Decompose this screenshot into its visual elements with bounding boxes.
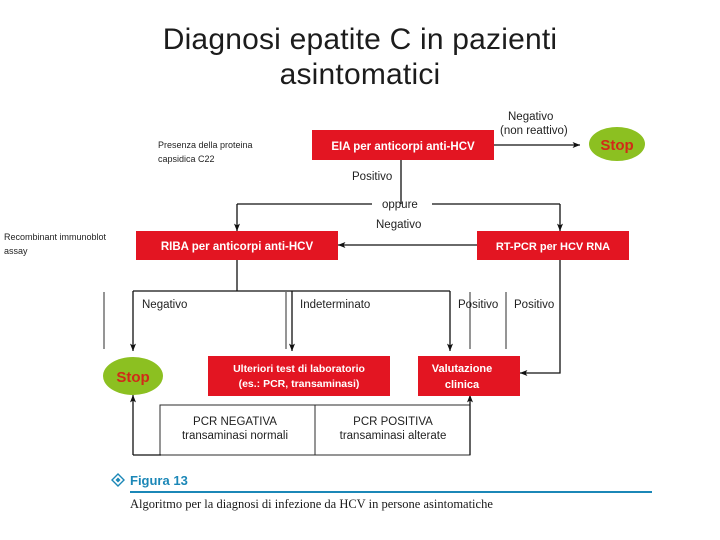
edge-label-negativo-line-1: Negativo bbox=[508, 111, 553, 123]
node-rtpcr[interactable]: RT-PCR per HCV RNA bbox=[477, 231, 629, 260]
annotation-riba-line-2: assay bbox=[4, 246, 28, 256]
page-title-line-2: asintomatici bbox=[279, 58, 441, 92]
node-stop-bottom-label: Stop bbox=[116, 369, 149, 386]
node-valutazione-rect bbox=[418, 356, 520, 396]
node-stop-top-ellipse bbox=[589, 127, 645, 161]
node-ulteriori-test[interactable]: Ulteriori test di laboratorio (es.: PCR,… bbox=[208, 356, 390, 396]
outcome-pcr-negativa-line-2: transaminasi normali bbox=[182, 430, 288, 442]
flowchart-svg: EIA per anticorpi anti-HCV Stop RIBA per… bbox=[4, 111, 652, 511]
caption-figure-label: Figura 13 bbox=[130, 473, 188, 488]
figure-caption: Figura 13 Algoritmo per la diagnosi di i… bbox=[111, 473, 652, 511]
caption-text: Algoritmo per la diagnosi di infezione d… bbox=[130, 497, 493, 511]
node-eia[interactable]: EIA per anticorpi anti-HCV bbox=[312, 130, 494, 160]
edge-label-riba-positivo: Positivo bbox=[458, 299, 498, 311]
node-eia-label: EIA per anticorpi anti-HCV bbox=[331, 141, 475, 153]
annotation-capsid-line-2: capsidica C22 bbox=[158, 154, 215, 164]
annotation-riba-line-1: Recombinant immunoblot bbox=[4, 232, 107, 242]
outcome-pcr-negativa-line-1: PCR NEGATIVA bbox=[193, 416, 277, 428]
edge-label-negativo-line-2: (non reattivo) bbox=[500, 125, 568, 137]
outcome-pcr-positiva-line-1: PCR POSITIVA bbox=[353, 416, 433, 428]
edge-label-negativo-rtpcr: Negativo bbox=[376, 219, 421, 231]
node-stop-top[interactable]: Stop bbox=[589, 127, 645, 161]
node-ulteriori-label-2: (es.: PCR, transaminasi) bbox=[239, 378, 360, 390]
node-valutazione-label-1: Valutazione bbox=[432, 363, 493, 375]
edge-label-riba-indeterminato: Indeterminato bbox=[300, 299, 370, 311]
edge-label-positivo-eia: Positivo bbox=[352, 171, 392, 183]
edge-rtpcr-positivo-to-valutazione bbox=[519, 260, 561, 377]
node-riba-label: RIBA per anticorpi anti-HCV bbox=[161, 241, 314, 253]
node-stop-bottom[interactable]: Stop bbox=[103, 357, 163, 395]
outcome-pcr-positiva-line-2: transaminasi alterate bbox=[340, 430, 447, 442]
node-rtpcr-rect bbox=[477, 231, 629, 260]
node-ulteriori-rect bbox=[208, 356, 390, 396]
page-title: Diagnosi epatite C in pazienti asintomat… bbox=[60, 22, 660, 93]
node-riba-rect bbox=[136, 231, 338, 260]
node-riba[interactable]: RIBA per anticorpi anti-HCV bbox=[136, 231, 338, 260]
edge-label-riba-negativo: Negativo bbox=[142, 299, 187, 311]
node-valutazione-clinica[interactable]: Valutazione clinica bbox=[418, 356, 520, 396]
node-valutazione-label-2: clinica bbox=[445, 379, 480, 391]
page-title-line-1: Diagnosi epatite C in pazienti bbox=[162, 23, 558, 56]
node-eia-rect bbox=[312, 130, 494, 160]
edge-label-rtpcr-positivo: Positivo bbox=[514, 299, 554, 311]
node-rtpcr-label: RT-PCR per HCV RNA bbox=[496, 241, 610, 253]
figure-diagram: EIA per anticorpi anti-HCV Stop RIBA per… bbox=[0, 108, 720, 540]
node-stop-top-label: Stop bbox=[600, 137, 633, 154]
diamond-icon bbox=[111, 473, 125, 487]
annotation-capsid-line-1: Presenza della proteina bbox=[158, 140, 253, 150]
node-stop-bottom-ellipse bbox=[103, 357, 163, 395]
edge-label-oppure: oppure bbox=[382, 199, 418, 211]
node-ulteriori-label-1: Ulteriori test di laboratorio bbox=[233, 363, 365, 375]
